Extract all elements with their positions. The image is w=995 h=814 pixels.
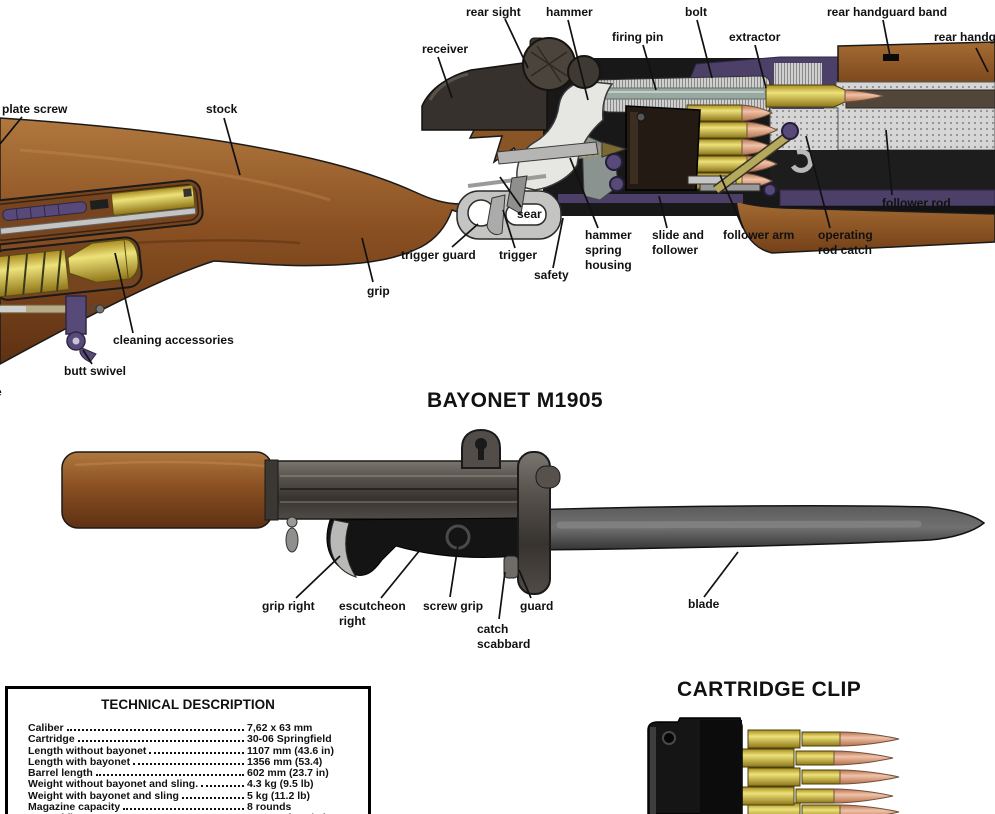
oiler-bottle bbox=[66, 238, 140, 284]
clip-cartridges bbox=[741, 729, 900, 814]
label-escutcheon-right: escutcheon right bbox=[339, 599, 406, 628]
scabbard-catch bbox=[503, 555, 519, 579]
stock-cutaway-slots bbox=[0, 179, 204, 301]
label-plate-screw: plate screw bbox=[2, 102, 68, 116]
chambered-cartridge bbox=[765, 84, 885, 108]
bayonet-title: BAYONET M1905 bbox=[427, 389, 603, 412]
label-firing-pin: firing pin bbox=[612, 30, 664, 44]
frame-beak bbox=[329, 519, 358, 578]
firing-pin-rod bbox=[599, 87, 771, 100]
label-cleaning-accessories: cleaning accessories bbox=[113, 333, 234, 347]
label-receiver: receiver bbox=[422, 42, 469, 56]
label-trigger-guard: trigger guard bbox=[401, 248, 476, 262]
magazine-box bbox=[625, 105, 701, 191]
label-stock: stock bbox=[206, 102, 238, 116]
label-hammer-spring-housing: hammer spring housing bbox=[585, 228, 632, 272]
label-butt-swivel: butt swivel bbox=[64, 364, 127, 378]
label-follower-rod: follower rod bbox=[882, 196, 951, 210]
oiler-sections bbox=[0, 249, 70, 298]
label-bolt: bolt bbox=[685, 5, 707, 19]
label-catch-scabbard: catch scabbard bbox=[477, 622, 531, 651]
cartridge-clip-title: CARTRIDGE CLIP bbox=[677, 678, 862, 701]
rifle-cutaway-illustration bbox=[0, 37, 995, 365]
handguard-band bbox=[883, 54, 899, 61]
clip-rivet bbox=[662, 731, 676, 745]
brass-plate bbox=[110, 184, 196, 216]
label-slide-and-follower: slide and follower bbox=[652, 228, 705, 257]
leader-lines bbox=[0, 18, 989, 620]
label-trigger: trigger bbox=[499, 248, 538, 262]
label-rear-handguard: rear handguard bbox=[934, 30, 995, 44]
safety-lever bbox=[486, 194, 506, 236]
label-sear: sear bbox=[517, 207, 542, 221]
label-partial-left-edge: e bbox=[0, 385, 2, 400]
bayonet-illustration bbox=[61, 428, 986, 595]
label-guard: guard bbox=[520, 599, 554, 613]
label-rear-handguard-band: rear handguard band bbox=[827, 5, 948, 19]
trigger-blade bbox=[506, 175, 528, 215]
label-grip-right: grip right bbox=[262, 599, 315, 613]
hammer-part bbox=[516, 80, 614, 191]
label-screw-grip: screw grip bbox=[423, 599, 484, 613]
sear-bar bbox=[496, 141, 599, 165]
label-rear-sight: rear sight bbox=[466, 5, 521, 19]
butt-swivel-assembly bbox=[0, 295, 105, 363]
technical-description-title: TECHNICAL DESCRIPTION bbox=[101, 697, 275, 712]
label-extractor: extractor bbox=[729, 30, 781, 44]
cartridge-clip-illustration bbox=[647, 717, 900, 814]
tech-row: Rate of fire20 - 30 shots/min bbox=[28, 812, 368, 814]
label-safety: safety bbox=[534, 268, 569, 282]
label-grip: grip bbox=[367, 284, 390, 298]
stock-wood bbox=[0, 117, 474, 365]
label-blade: blade bbox=[688, 597, 720, 611]
label-hammer: hammer bbox=[546, 5, 593, 19]
label-follower-arm: follower arm bbox=[723, 228, 795, 242]
bayonet-frame bbox=[326, 517, 524, 576]
cleaning-rod bbox=[0, 207, 197, 235]
tech-row: Weight without bayonet and sling.4.3 kg … bbox=[28, 778, 314, 791]
label-operating-rod-catch: operating rod catch bbox=[818, 228, 873, 257]
